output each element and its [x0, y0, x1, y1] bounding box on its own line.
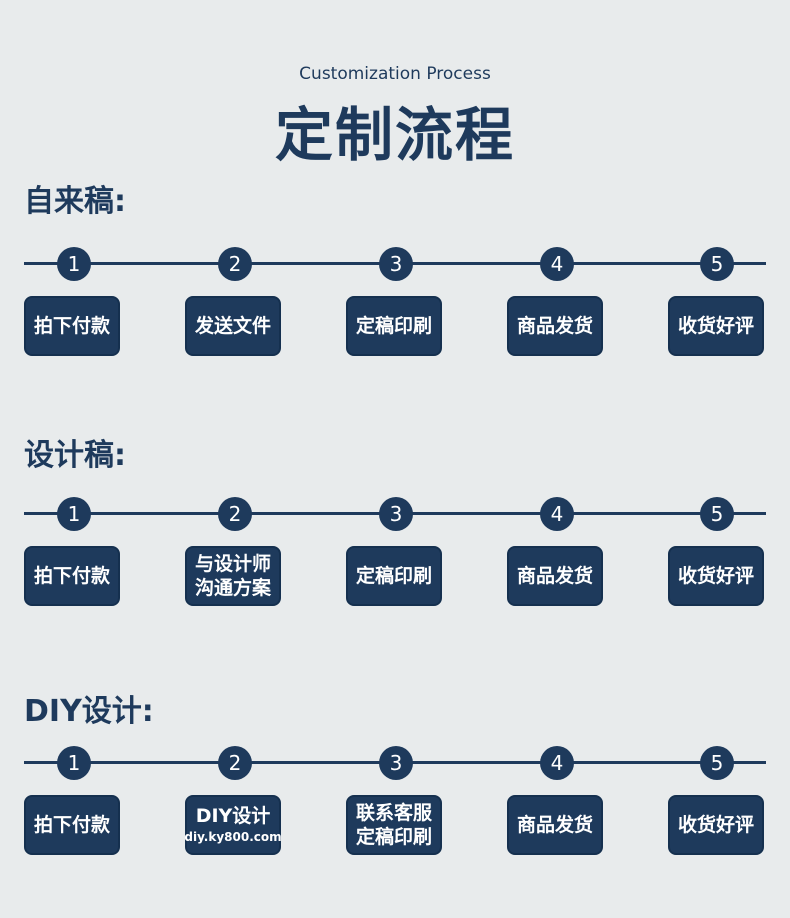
step-number-2: 2: [218, 497, 252, 531]
step-number-5: 5: [700, 497, 734, 531]
step-label: 拍下付款: [33, 565, 110, 587]
step-label: 收货好评: [677, 565, 754, 587]
step-number-3: 3: [379, 746, 413, 780]
step-box-diy-design: DIY设计 diy.ky800.com: [184, 795, 282, 855]
step-box-pay: 拍下付款: [24, 296, 120, 356]
step-label: 与设计师: [194, 553, 271, 575]
step-label: 拍下付款: [33, 814, 110, 836]
step-number-1: 1: [57, 247, 91, 281]
step-label: 定稿印刷: [355, 315, 432, 337]
step-number-5: 5: [700, 746, 734, 780]
step-box-pay: 拍下付款: [24, 795, 120, 855]
step-label: 拍下付款: [33, 315, 110, 337]
step-label-second-line: 定稿印刷: [355, 826, 432, 848]
step-label: 定稿印刷: [355, 565, 432, 587]
step-label: 收货好评: [677, 315, 754, 337]
section-heading: DIY设计:: [24, 694, 154, 729]
step-box-review: 收货好评: [668, 546, 764, 606]
step-box-send-file: 发送文件: [185, 296, 281, 356]
page-subtitle: Customization Process: [299, 64, 491, 84]
step-number-1: 1: [57, 497, 91, 531]
step-label: 收货好评: [677, 814, 754, 836]
step-label: DIY设计: [195, 805, 271, 827]
step-number-2: 2: [218, 746, 252, 780]
step-number-4: 4: [540, 247, 574, 281]
step-label: 商品发货: [516, 315, 593, 337]
step-number-3: 3: [379, 247, 413, 281]
step-label: 商品发货: [516, 814, 593, 836]
step-box-pay: 拍下付款: [24, 546, 120, 606]
step-label: 联系客服: [355, 802, 432, 824]
step-number-2: 2: [218, 247, 252, 281]
step-url-label: diy.ky800.com: [184, 830, 282, 844]
step-box-print: 定稿印刷: [346, 546, 442, 606]
step-number-1: 1: [57, 746, 91, 780]
step-box-contact-print: 联系客服 定稿印刷: [346, 795, 442, 855]
section-design: 设计稿: 1 2 3 4 5 拍下付款 与设计师 沟通方案 定稿印刷 商品发货 …: [0, 430, 790, 630]
section-heading: 自来稿:: [24, 184, 126, 219]
step-label-second-line: 沟通方案: [194, 577, 271, 599]
step-box-print: 定稿印刷: [346, 296, 442, 356]
step-label: 商品发货: [516, 565, 593, 587]
step-number-4: 4: [540, 497, 574, 531]
section-diy: DIY设计: 1 2 3 4 5 拍下付款 DIY设计 diy.ky800.co…: [0, 686, 790, 886]
step-label: 发送文件: [194, 315, 271, 337]
step-box-review: 收货好评: [668, 795, 764, 855]
section-heading: 设计稿:: [24, 438, 126, 473]
page-title: 定制流程: [274, 101, 515, 169]
step-box-review: 收货好评: [668, 296, 764, 356]
step-box-ship: 商品发货: [507, 296, 603, 356]
step-box-designer: 与设计师 沟通方案: [185, 546, 281, 606]
step-number-3: 3: [379, 497, 413, 531]
step-number-5: 5: [700, 247, 734, 281]
step-box-ship: 商品发货: [507, 546, 603, 606]
section-self-provided: 自来稿: 1 2 3 4 5 拍下付款 发送文件 定稿印刷 商品发货 收货好评: [0, 176, 790, 376]
step-box-ship: 商品发货: [507, 795, 603, 855]
step-number-4: 4: [540, 746, 574, 780]
